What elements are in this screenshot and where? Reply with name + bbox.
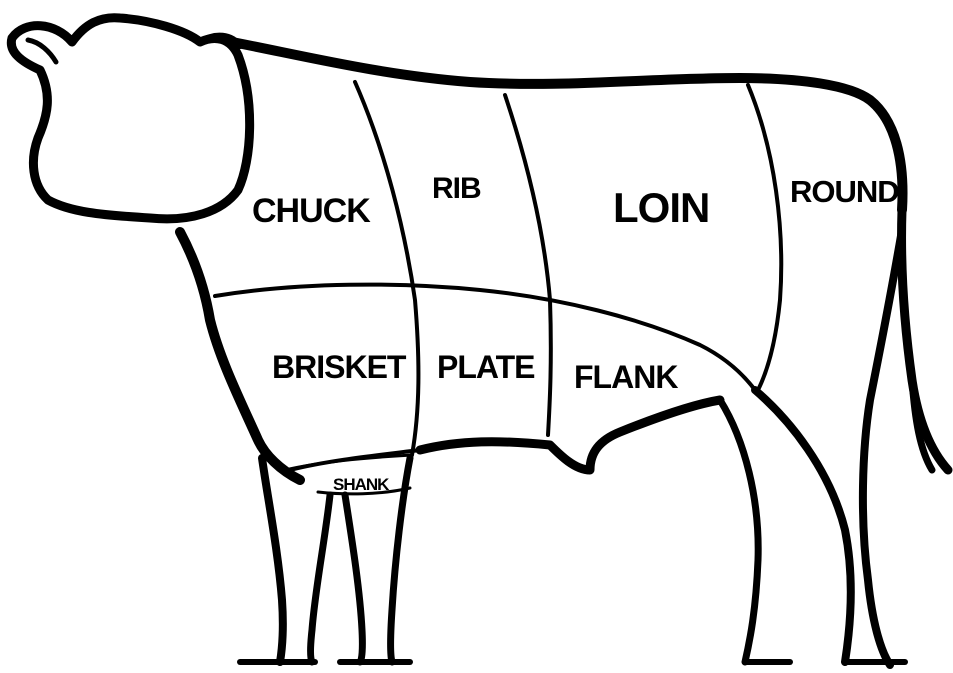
label-plate: PLATE (437, 349, 535, 385)
rib-loin-divider (503, 93, 553, 437)
back-outline (227, 37, 908, 215)
tail (897, 205, 953, 475)
label-rib: RIB (432, 172, 481, 205)
label-round: ROUND (790, 174, 899, 209)
rear-leg-front (751, 386, 855, 666)
label-chuck: CHUCK (252, 192, 371, 230)
shank-divider (283, 453, 414, 472)
tail-tip (908, 376, 936, 474)
rear-thigh (858, 226, 906, 669)
horizontal-divider (213, 282, 757, 392)
chest-outline (175, 227, 305, 485)
front-leg-near-front (307, 491, 334, 666)
belly-outline (415, 395, 725, 475)
label-loin: LOIN (613, 184, 709, 231)
head-outline (6, 13, 255, 224)
front-leg-near-back (258, 454, 287, 666)
loin-round-divider (746, 83, 784, 392)
rear-leg-far (716, 396, 762, 666)
front-leg-far-front (387, 454, 414, 666)
shank-bottom (316, 486, 412, 496)
label-flank: FLANK (574, 359, 678, 395)
label-brisket: BRISKET (272, 349, 407, 385)
ear-inner (25, 37, 59, 65)
label-shank: SHANK (333, 475, 390, 494)
front-leg-far-back (341, 491, 366, 666)
chuck-rib-divider (353, 80, 421, 457)
